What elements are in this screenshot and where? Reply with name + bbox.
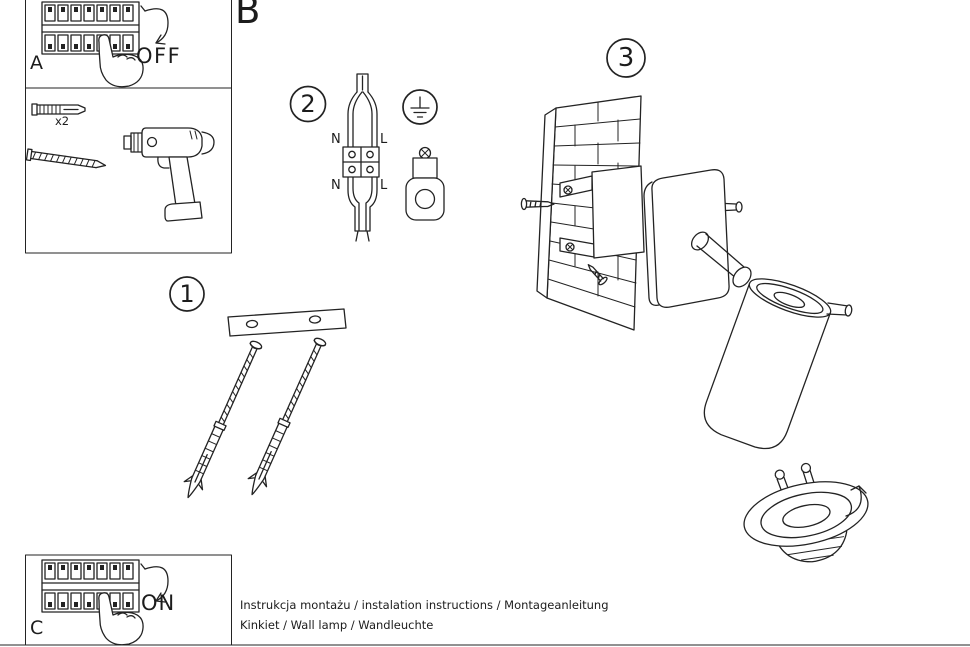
wall-bracket-illustration <box>559 165 645 259</box>
bracket-screw-illustration <box>587 264 608 286</box>
anchor-count-label: x2 <box>55 114 70 128</box>
ground-connector-illustration <box>405 146 445 221</box>
neutral-label-bottom: N <box>331 178 341 193</box>
wall-screw-illustration <box>520 197 555 211</box>
gu10-bulb-illustration <box>743 462 869 563</box>
step-2-number: 2 <box>300 90 316 118</box>
earth-symbol-illustration <box>402 89 438 125</box>
panel-c-label: C <box>30 617 44 639</box>
drill-illustration <box>123 127 215 222</box>
live-label-top: L <box>380 132 388 147</box>
lamp-arm-illustration <box>690 231 752 288</box>
wall-plug-illustration <box>31 103 86 116</box>
terminal-block-illustration <box>342 146 380 178</box>
panel-a-label: A <box>30 52 43 74</box>
step-3-number: 3 <box>617 43 635 73</box>
neutral-label-top: N <box>331 132 341 147</box>
step-circles <box>169 38 646 312</box>
insert-arrow <box>845 485 867 517</box>
live-label-bottom: L <box>380 178 388 193</box>
lamp-shade-illustration <box>703 278 832 450</box>
shade-pin-illustration <box>826 302 853 317</box>
screw-illustration <box>25 148 107 169</box>
step-1-number: 1 <box>179 280 195 308</box>
section-b-label: B <box>235 0 261 32</box>
canopy-illustration <box>643 169 743 308</box>
cable-illustration <box>347 73 378 242</box>
breaker-off-label: OFF <box>136 44 182 68</box>
footer-product-line: Kinkiet / Wall lamp / Wandleuchte <box>240 618 434 632</box>
footer-instructions-line: Instrukcja montażu / instalation instruc… <box>240 598 609 612</box>
expansion-screw-right <box>242 334 332 500</box>
mounting-bracket-illustration <box>227 308 347 337</box>
expansion-screw-left <box>178 337 268 503</box>
breaker-on-label: ON <box>141 591 176 615</box>
